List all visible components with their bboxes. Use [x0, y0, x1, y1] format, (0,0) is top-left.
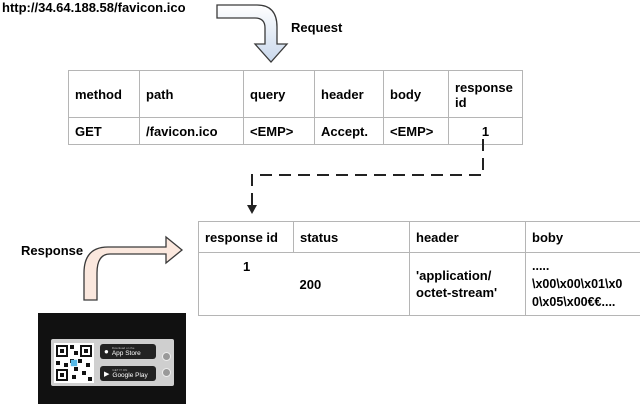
response-label: Response [21, 243, 84, 258]
google-play-small-text: GET IT ON [112, 367, 128, 372]
request-col-query: query [243, 70, 315, 118]
response-table-header-row: response id status header boby [198, 221, 640, 253]
request-cell-path: /favicon.ico [139, 117, 244, 145]
request-table: method path query header body response i… [68, 70, 523, 145]
google-play-label: Google Play [112, 371, 148, 379]
google-play-text: GET IT ON Google Play [112, 367, 148, 379]
apple-icon: ● [104, 347, 109, 356]
response-col-header: header [409, 221, 526, 253]
table-row: GET /favicon.ico <EMP> Accept. <EMP> 1 [68, 117, 523, 145]
dashed-link-arrow-icon [247, 139, 484, 214]
response-cell-status: 200 [293, 252, 410, 316]
app-store-badge: ● Download on the App Store [100, 344, 156, 359]
response-header-line: octet-stream' [416, 285, 498, 300]
response-col-status: status [293, 221, 410, 253]
request-col-method: method [68, 70, 140, 118]
response-cell-header: 'application/ octet-stream' [409, 252, 526, 316]
google-play-badge: ▶ GET IT ON Google Play [100, 366, 156, 381]
indicator-dot-icon [162, 352, 171, 361]
response-body-line: ..... [532, 259, 550, 273]
app-store-label: App Store [111, 349, 141, 357]
request-label: Request [291, 20, 343, 35]
response-table: response id status header boby 1 200 'ap… [198, 221, 640, 316]
request-col-response-id: response id [448, 70, 523, 118]
response-body-line: 0\x05\x00€€.... [532, 295, 616, 309]
response-col-body: boby [525, 221, 640, 253]
app-store-text: Download on the App Store [111, 345, 141, 357]
response-header-line: 'application/ [416, 268, 492, 283]
request-arrow-icon [216, 4, 289, 63]
table-row: 1 200 'application/ octet-stream' ..... … [198, 252, 640, 316]
request-cell-method: GET [68, 117, 140, 145]
response-arrow-icon [83, 235, 184, 301]
qr-code-icon [54, 343, 94, 383]
request-col-path: path [139, 70, 244, 118]
response-cell-response-id: 1 [198, 252, 294, 316]
request-cell-header: Accept. [314, 117, 384, 145]
play-icon: ▶ [104, 370, 110, 378]
app-store-small-text: Download on the [111, 345, 135, 350]
request-col-header: header [314, 70, 384, 118]
response-col-response-id: response id [198, 221, 294, 253]
request-cell-response-id: 1 [448, 117, 523, 145]
request-url: http://34.64.188.58/favicon.ico [2, 0, 186, 15]
response-cell-body: ..... \x00\x00\x01\x0 0\x05\x00€€.... [525, 252, 640, 316]
request-col-body: body [383, 70, 449, 118]
response-body-line: \x00\x00\x01\x0 [532, 277, 623, 291]
request-table-header-row: method path query header body response i… [68, 70, 523, 118]
indicator-dot-icon [162, 368, 171, 377]
